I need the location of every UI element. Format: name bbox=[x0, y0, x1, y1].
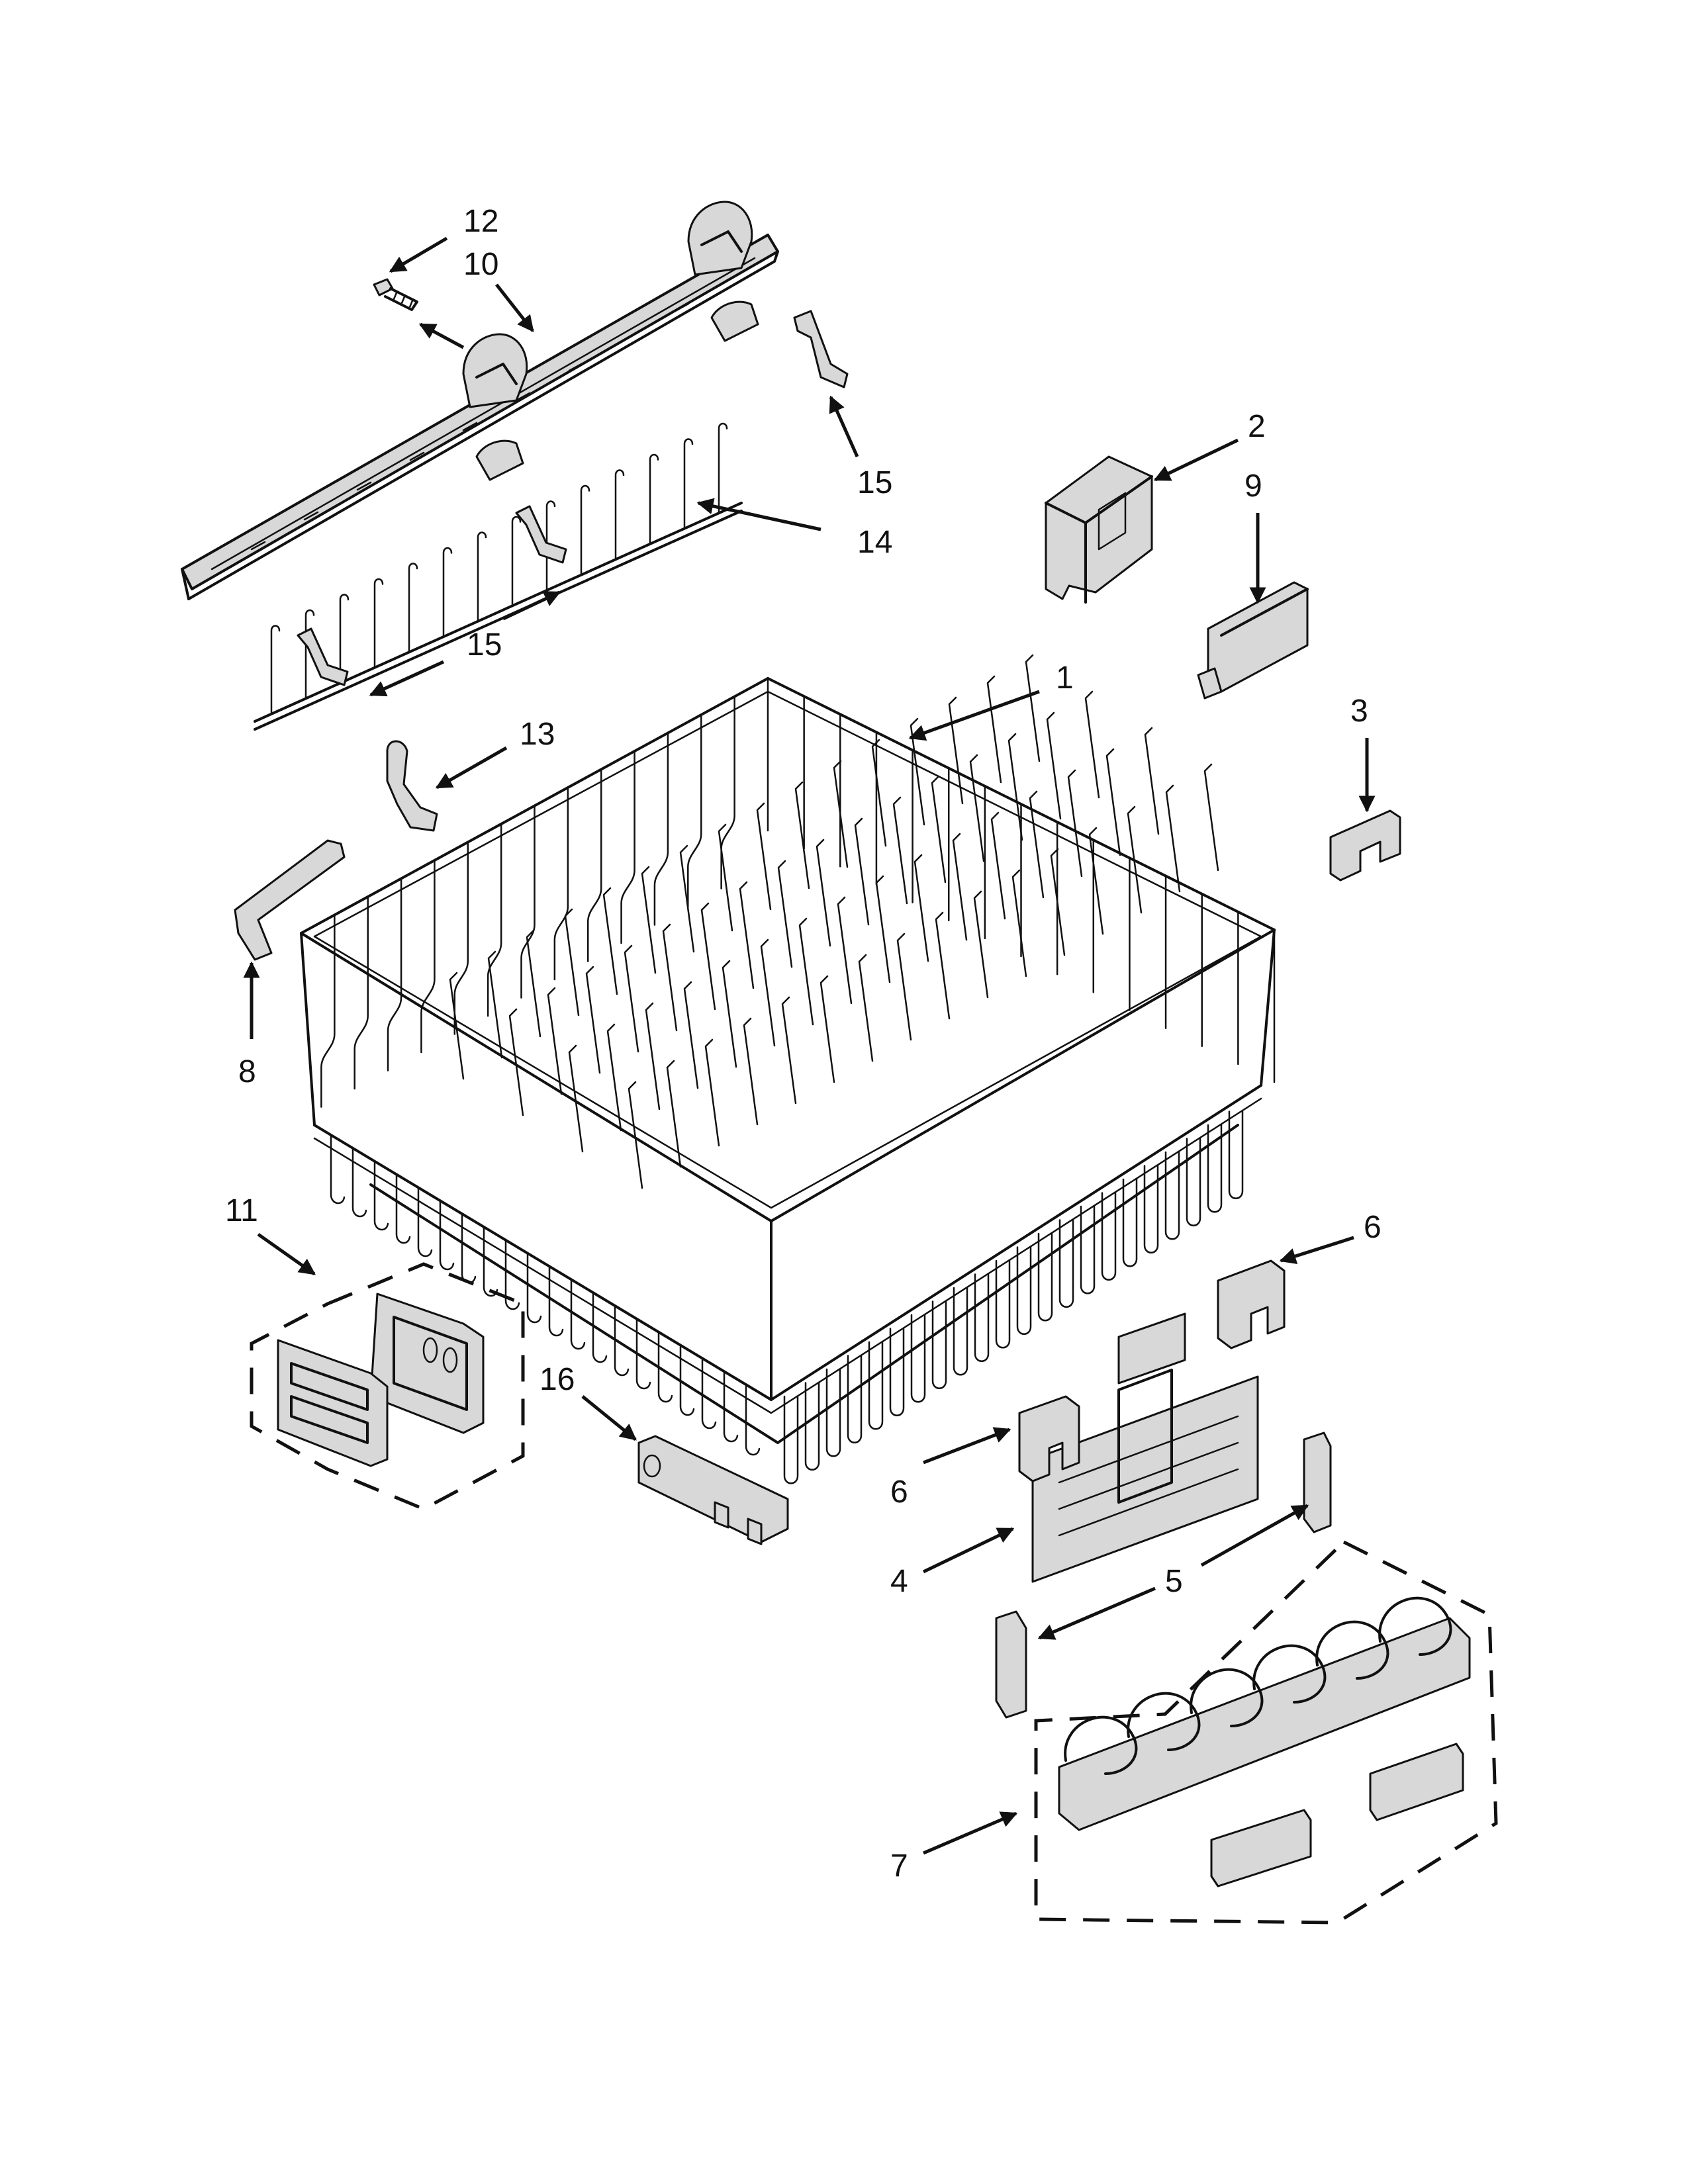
callout-4: 4 bbox=[890, 1564, 908, 1599]
tine-row-part[interactable] bbox=[254, 422, 743, 731]
callout-13: 13 bbox=[520, 717, 555, 752]
callout-7: 7 bbox=[890, 1848, 908, 1884]
adjuster-9-part[interactable] bbox=[1197, 581, 1309, 700]
part-16[interactable] bbox=[637, 1435, 789, 1545]
bracket-2-part[interactable] bbox=[1045, 455, 1153, 604]
part-7-clip-a[interactable] bbox=[1210, 1809, 1312, 1888]
rack-rail-part[interactable] bbox=[181, 201, 779, 600]
clip-part-middle[interactable] bbox=[515, 505, 567, 564]
post-5-right[interactable] bbox=[1303, 1432, 1332, 1533]
hook-8-part[interactable] bbox=[234, 839, 346, 961]
cap-3-part[interactable] bbox=[1329, 809, 1401, 882]
post-5-left[interactable] bbox=[995, 1610, 1027, 1719]
clip-13-part[interactable] bbox=[386, 740, 438, 832]
callout-14: 14 bbox=[857, 525, 892, 560]
callout-11: 11 bbox=[225, 1193, 258, 1228]
part-7-tray[interactable] bbox=[1058, 1596, 1471, 1831]
part-7-clip-b[interactable] bbox=[1369, 1743, 1464, 1821]
callout-6-upper: 6 bbox=[1364, 1210, 1382, 1245]
panel-4-part[interactable] bbox=[1031, 1312, 1259, 1583]
callout-16: 16 bbox=[539, 1362, 575, 1397]
callout-12: 12 bbox=[463, 204, 498, 239]
callout-10: 10 bbox=[463, 247, 498, 282]
clip-part-upper[interactable] bbox=[793, 310, 849, 388]
callout-15-upper: 15 bbox=[857, 465, 892, 500]
callout-15-lower: 15 bbox=[467, 627, 502, 662]
part-11-outer[interactable] bbox=[277, 1339, 389, 1467]
callout-3: 3 bbox=[1350, 694, 1368, 729]
clip-6-lower[interactable] bbox=[1018, 1395, 1080, 1482]
callout-2: 2 bbox=[1248, 409, 1266, 444]
group-7-outline bbox=[1034, 1539, 1498, 1925]
callout-8: 8 bbox=[238, 1054, 256, 1089]
screw-part[interactable] bbox=[373, 278, 418, 311]
clip-6-upper[interactable] bbox=[1217, 1259, 1286, 1349]
callout-5: 5 bbox=[1165, 1564, 1183, 1599]
callout-6-lower: 6 bbox=[890, 1475, 908, 1510]
clip-part-lower[interactable] bbox=[297, 627, 349, 686]
upper-dishrack-part[interactable] bbox=[300, 654, 1276, 1484]
group-11-outline bbox=[250, 1262, 525, 1511]
callout-1: 1 bbox=[1056, 660, 1074, 696]
callout-9: 9 bbox=[1244, 469, 1262, 504]
leader-lines bbox=[243, 236, 1376, 1855]
